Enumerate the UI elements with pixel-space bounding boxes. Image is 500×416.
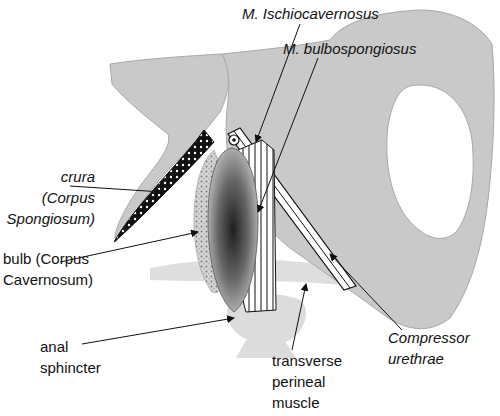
part-label: Compressor urethrae — [388, 327, 470, 369]
part-label: M. Ischiocavernosus — [242, 3, 379, 24]
right-pelvic-bone — [222, 10, 494, 329]
part-label: bulb (Corpus Cavernosum) — [3, 248, 93, 290]
clitoris-glans — [229, 135, 239, 145]
obturator-foramen — [387, 85, 473, 239]
leader-line — [258, 58, 318, 212]
clitoris-center — [232, 138, 236, 142]
part-label: anal sphincter — [40, 336, 101, 378]
vulva-shape — [208, 148, 258, 312]
leader-line — [330, 254, 402, 330]
part-label: transverse perineal muscle — [272, 350, 342, 413]
part-label: M. bulbospongiosus — [283, 38, 416, 59]
part-label: crura (Corpus Spongiosum) — [7, 166, 95, 229]
leader-line — [292, 284, 306, 350]
leader-line — [82, 318, 234, 344]
